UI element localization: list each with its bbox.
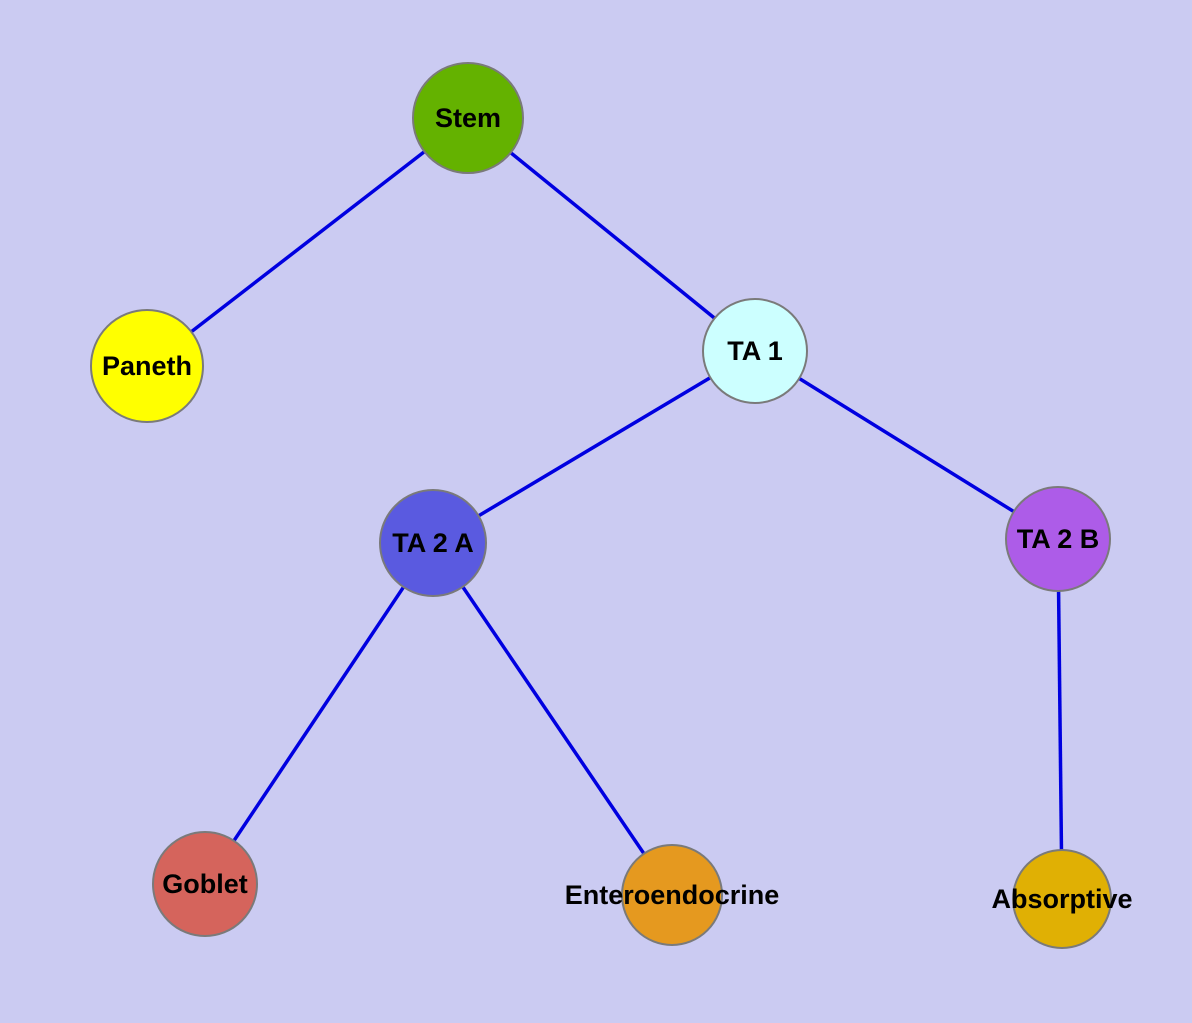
node-label-ta2b: TA 2 B <box>1017 524 1100 554</box>
edge-ta1-ta2b <box>754 349 1059 541</box>
node-ta2a[interactable]: TA 2 A <box>379 489 487 597</box>
node-label-stem: Stem <box>435 103 501 133</box>
node-ta1[interactable]: TA 1 <box>702 298 808 404</box>
node-label-enteroendocrine: Enteroendocrine <box>565 880 780 910</box>
node-circle-goblet[interactable] <box>152 831 258 937</box>
node-circle-ta2a[interactable] <box>379 489 487 597</box>
edge-ta2a-enteroendocrine <box>431 542 674 896</box>
node-label-goblet: Goblet <box>162 869 248 899</box>
edge-ta1-ta2a <box>432 349 756 545</box>
node-circle-absorptive[interactable] <box>1012 849 1112 949</box>
node-paneth[interactable]: Paneth <box>90 309 204 423</box>
node-absorptive[interactable]: Absorptive <box>991 849 1133 949</box>
node-stem[interactable]: Stem <box>412 62 524 174</box>
node-label-ta2a: TA 2 A <box>392 528 474 558</box>
edge-stem-paneth <box>145 116 470 368</box>
edge-ta2b-absorptive <box>1056 538 1064 900</box>
node-circle-enteroendocrine[interactable] <box>621 844 723 946</box>
node-circle-stem[interactable] <box>412 62 524 174</box>
edge-stem-ta1 <box>466 116 757 353</box>
node-enteroendocrine[interactable]: Enteroendocrine <box>565 844 780 946</box>
node-label-paneth: Paneth <box>102 351 192 381</box>
node-ta2b[interactable]: TA 2 B <box>1005 486 1111 592</box>
node-goblet[interactable]: Goblet <box>152 831 258 937</box>
node-circle-paneth[interactable] <box>90 309 204 423</box>
node-label-absorptive: Absorptive <box>991 884 1132 914</box>
edge-ta2a-goblet <box>203 542 435 885</box>
node-circle-ta2b[interactable] <box>1005 486 1111 592</box>
node-label-ta1: TA 1 <box>727 336 783 366</box>
node-circle-ta1[interactable] <box>702 298 808 404</box>
